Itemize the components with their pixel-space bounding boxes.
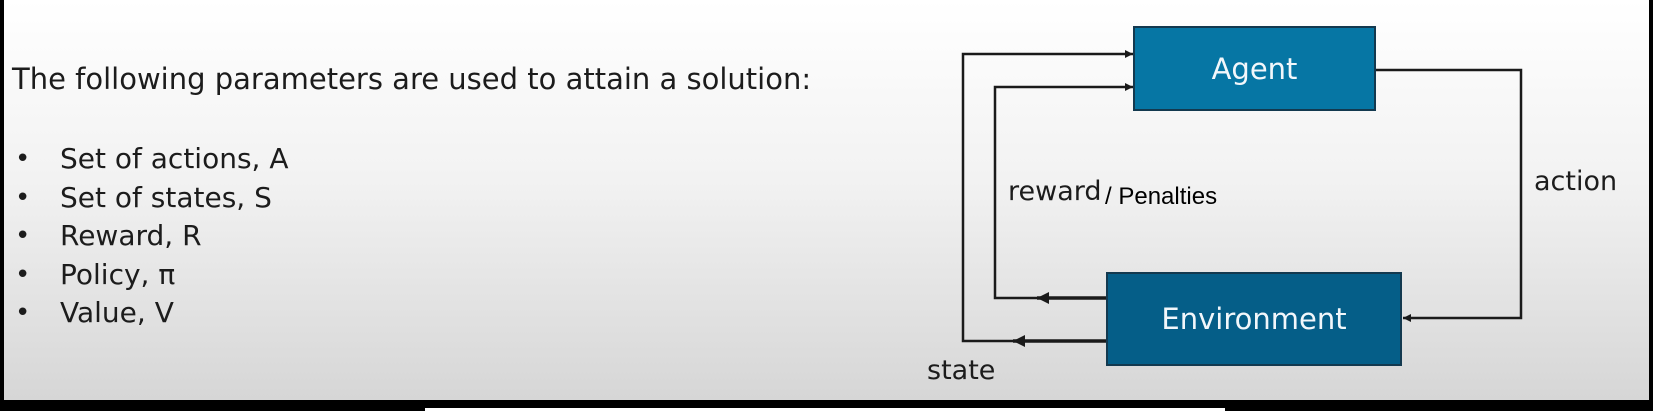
list-item: Policy, π xyxy=(12,256,289,295)
parameter-list: Set of actions, A Set of states, S Rewar… xyxy=(12,140,289,333)
state-label: state xyxy=(927,355,996,386)
intro-text: The following parameters are used to att… xyxy=(12,62,812,96)
state-arrow xyxy=(961,50,1133,343)
action-label: action xyxy=(1534,166,1618,197)
reward-arrow xyxy=(993,83,1133,300)
list-item: Set of states, S xyxy=(12,179,289,218)
action-arrow xyxy=(1376,68,1523,322)
environment-box: Environment xyxy=(1106,272,1402,366)
agent-box: Agent xyxy=(1133,26,1376,111)
reward-label: reward xyxy=(1008,176,1102,207)
agent-label: Agent xyxy=(1211,51,1298,86)
list-item: Set of actions, A xyxy=(12,140,289,179)
list-item: Value, V xyxy=(12,294,289,333)
bottom-bar xyxy=(425,408,1225,411)
penalties-label: / Penalties xyxy=(1105,183,1218,210)
environment-label: Environment xyxy=(1161,302,1347,336)
list-item: Reward, R xyxy=(12,217,289,256)
